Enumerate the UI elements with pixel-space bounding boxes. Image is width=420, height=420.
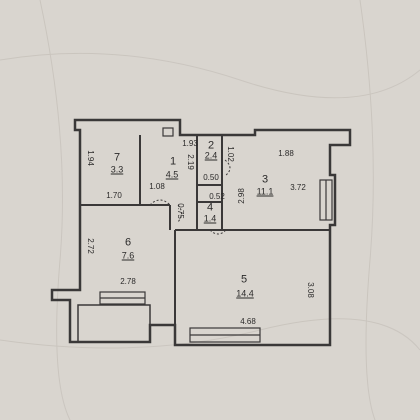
room-4-number: 4: [206, 201, 214, 214]
dim-2-98: 2.98: [237, 188, 246, 204]
dim-2-72: 2.72: [86, 238, 95, 254]
dim-0-75: 0.75: [176, 203, 185, 219]
room-2-area: 2.4: [204, 150, 218, 161]
room-3-number: 3: [261, 173, 269, 186]
dim-3-08: 3.08: [306, 282, 315, 298]
room-7-number: 7: [113, 151, 121, 164]
room-6-area: 7.6: [121, 250, 135, 261]
room-5-number: 5: [240, 273, 248, 286]
balcony: [77, 304, 151, 343]
dim-1-08: 1.08: [149, 182, 165, 191]
dim-1-93: 1.93: [182, 139, 198, 148]
dim-1-88: 1.88: [278, 149, 294, 158]
outer-walls: [50, 118, 352, 347]
dim-2-78: 2.78: [120, 277, 136, 286]
dim-0-50: 0.50: [203, 173, 219, 182]
dim-1-94: 1.94: [86, 150, 95, 166]
room-2-number: 2: [207, 139, 215, 152]
room-1-number: 1: [169, 155, 177, 168]
dim-1-02: 1.02: [226, 146, 235, 162]
room-7-area: 3.3: [110, 164, 124, 175]
room-4-area: 1.4: [203, 213, 217, 224]
room-5-area: 14.4: [236, 288, 254, 299]
doors: [149, 159, 231, 235]
dim-0-52: 0.52: [209, 192, 225, 201]
inner-walls: [80, 135, 330, 325]
room-3-area: 11.1: [256, 186, 274, 197]
dim-3-72: 3.72: [290, 183, 306, 192]
room-6-number: 6: [124, 236, 132, 249]
dim-4-68: 4.68: [240, 317, 256, 326]
windows: [99, 127, 333, 343]
dim-1-70: 1.70: [106, 191, 122, 200]
dim-2-19: 2.19: [186, 154, 195, 170]
room-1-area: 4.5: [165, 169, 179, 180]
